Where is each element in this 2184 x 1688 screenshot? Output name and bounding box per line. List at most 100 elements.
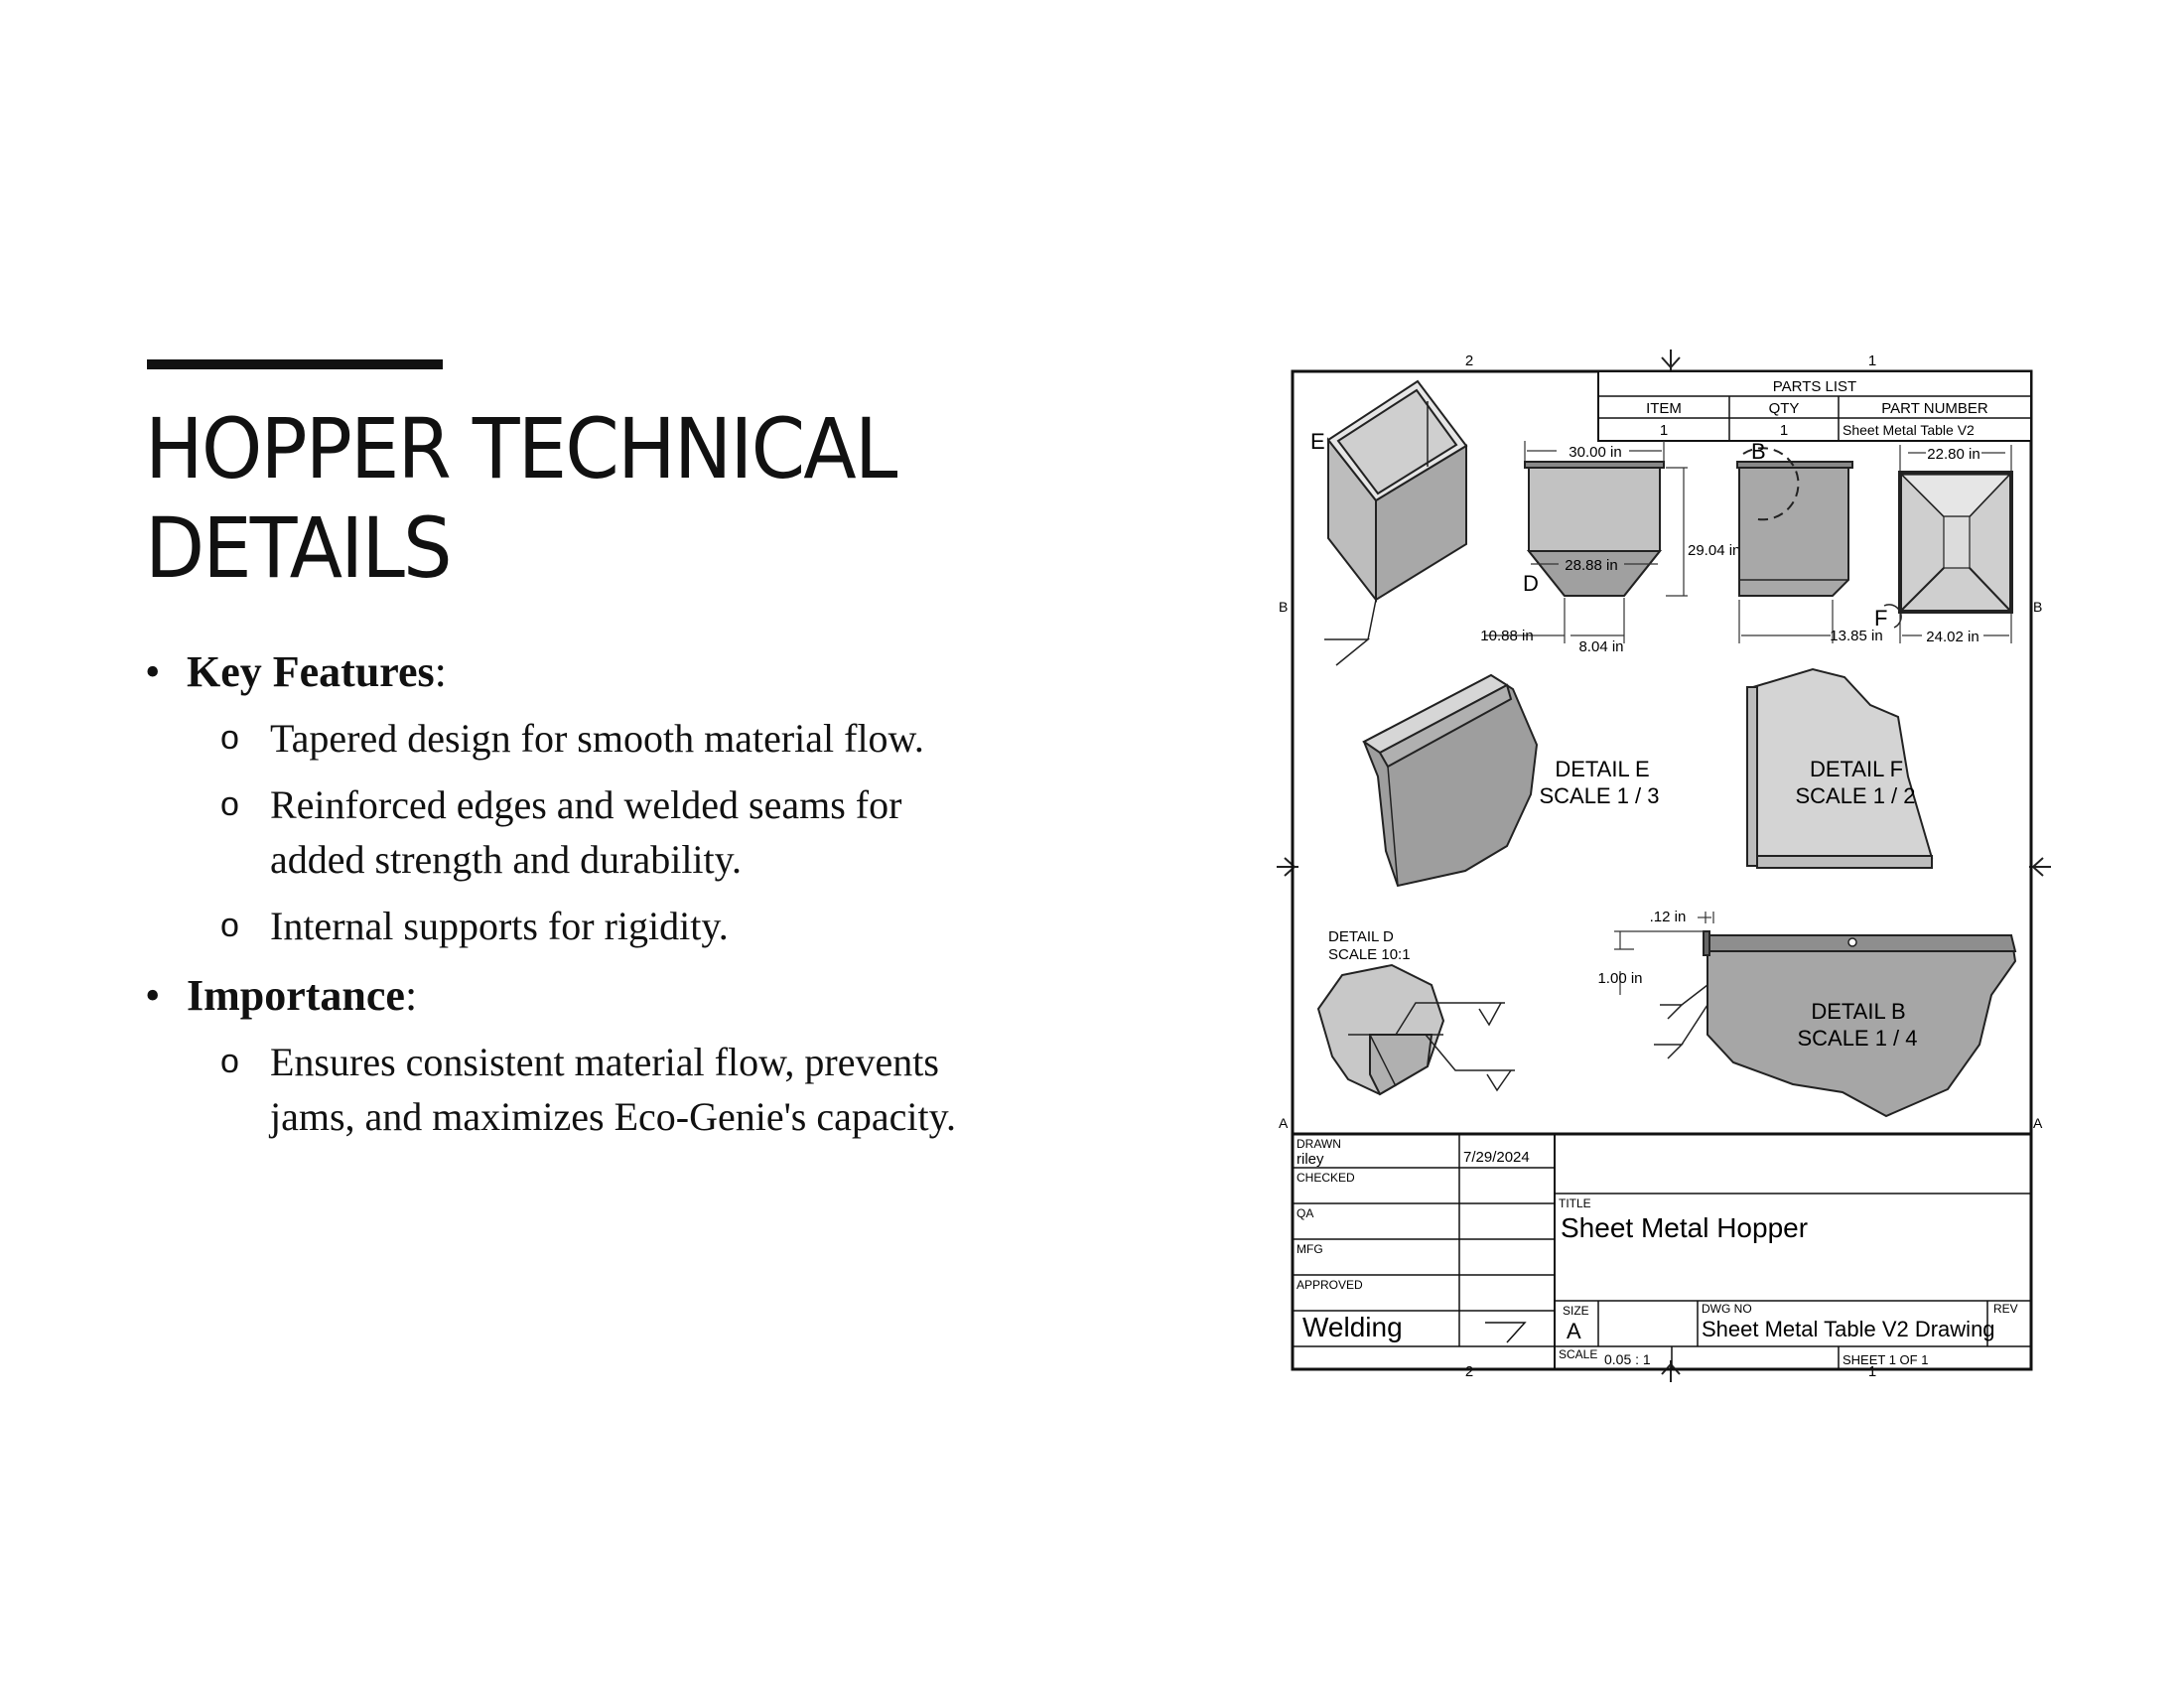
bullet-heading: Importance <box>187 971 405 1020</box>
parts-header-item: ITEM <box>1646 400 1682 417</box>
bullet-colon: : <box>404 971 418 1020</box>
tb-scale-label: SCALE <box>1559 1347 1597 1361</box>
tb-drawn-label: DRAWN <box>1297 1137 1341 1151</box>
parts-list-title: PARTS LIST <box>1773 378 1856 395</box>
parts-header-part-number: PART NUMBER <box>1881 400 1988 417</box>
sub-bullet-text-cont: added strength and durability. <box>270 837 743 882</box>
tb-title: Sheet Metal Hopper <box>1561 1212 1808 1243</box>
dim-top-width: 30.00 in <box>1569 444 1621 461</box>
sub-bullet-marker: o <box>220 719 239 757</box>
detail-b-label: DETAIL B <box>1811 999 1905 1024</box>
plan-view <box>1883 471 2013 629</box>
parts-list: PARTS LIST ITEM QTY PART NUMBER 1 1 Shee… <box>1597 370 2032 442</box>
sub-bullet: o Reinforced edges and welded seams for ad… <box>145 777 1098 887</box>
bullet-dot: • <box>145 971 161 1020</box>
sub-bullet-marker: o <box>220 907 239 944</box>
engineering-drawing: 2 1 2 1 B B A A PARTS LIST ITEM QTY PART… <box>1277 350 2051 1382</box>
view-label-f: F <box>1874 606 1887 631</box>
slide-title-line-1: HOPPER TECHNICAL <box>145 400 897 497</box>
detail-f-scale: SCALE 1 / 2 <box>1795 783 1915 808</box>
title-block <box>1293 1132 2031 1369</box>
tb-title-label: TITLE <box>1559 1196 1591 1210</box>
sub-bullet-text-cont: jams, and maximizes Eco-Genie's capacity… <box>270 1094 957 1139</box>
zone-label-left-b: B <box>1279 599 1288 615</box>
tb-checked-label: CHECKED <box>1297 1171 1355 1185</box>
detail-d-label: DETAIL D <box>1328 928 1394 945</box>
detail-f-view <box>1746 667 1934 869</box>
detail-d-view <box>1316 963 1515 1096</box>
sub-bullet-text: Ensures consistent material flow, preven… <box>270 1040 939 1084</box>
detail-b-view <box>1654 930 2017 1118</box>
plan-dims <box>1899 445 2012 643</box>
view-label-b: B <box>1751 439 1766 464</box>
tb-mfg-label: MFG <box>1297 1242 1323 1256</box>
zone-label-bottom-1: 1 <box>1868 1363 1876 1380</box>
bullet-heading: Key Features <box>187 647 435 696</box>
title-accent-bar <box>147 359 443 369</box>
zone-label-right-a: A <box>2033 1115 2043 1131</box>
tb-size-label: SIZE <box>1563 1304 1589 1318</box>
front-dims <box>1485 441 1688 643</box>
isometric-view: E <box>1310 379 1468 666</box>
detail-d-scale: SCALE 10:1 <box>1328 946 1411 963</box>
dim-lip: 1.00 in <box>1597 970 1642 987</box>
sub-bullet-text: Reinforced edges and welded seams for <box>270 782 902 827</box>
sub-list-key-features: o Tapered design for smooth material flow… <box>145 711 1098 953</box>
detail-e-scale: SCALE 1 / 3 <box>1539 783 1659 808</box>
bullet-importance: • Importance: <box>145 967 1098 1025</box>
parts-cell-part-number: Sheet Metal Table V2 <box>1843 422 1975 438</box>
zone-label-top-2: 2 <box>1465 352 1473 369</box>
parts-header-qty: QTY <box>1769 400 1800 417</box>
slide-title-line-2: DETAILS <box>145 499 453 597</box>
tb-dwg-no: Sheet Metal Table V2 Drawing <box>1702 1317 1995 1341</box>
sub-bullet-text: Internal supports for rigidity. <box>270 904 729 948</box>
tb-rev-label: REV <box>1993 1302 2018 1316</box>
sub-bullet-marker: o <box>220 785 239 823</box>
dim-inner-width: 28.88 in <box>1565 557 1617 574</box>
tb-process: Welding <box>1302 1312 1403 1342</box>
bullet-dot: • <box>145 647 161 696</box>
bullet-colon: : <box>434 647 447 696</box>
dim-plan-top: 22.80 in <box>1927 446 1979 463</box>
zone-label-left-a: A <box>1279 1115 1289 1131</box>
tb-drawn-by: riley <box>1297 1151 1324 1168</box>
zone-label-right-b: B <box>2033 599 2042 615</box>
zone-label-top-1: 1 <box>1868 352 1876 369</box>
tb-approved-label: APPROVED <box>1297 1278 1363 1292</box>
front-view <box>1524 461 1665 597</box>
tb-drawn-date: 7/29/2024 <box>1463 1149 1530 1166</box>
dim-plan-bottom: 24.02 in <box>1926 629 1979 645</box>
dim-bottom-width: 8.04 in <box>1578 638 1623 655</box>
dim-left-offset: 10.88 in <box>1480 628 1533 644</box>
side-dims <box>1738 600 1834 643</box>
detail-b-scale: SCALE 1 / 4 <box>1797 1026 1917 1051</box>
zone-label-bottom-2: 2 <box>1465 1363 1473 1380</box>
sub-bullet: o Ensures consistent material flow, preve… <box>145 1035 1098 1144</box>
side-view <box>1736 447 1853 597</box>
dim-height: 29.04 in <box>1688 542 1740 559</box>
bullet-key-features: • Key Features: <box>145 643 1098 701</box>
center-mark-right <box>2029 857 2051 877</box>
tb-dwg-label: DWG NO <box>1702 1302 1752 1316</box>
sub-bullet: o Tapered design for smooth material flow… <box>145 711 1098 766</box>
parts-cell-item: 1 <box>1660 422 1668 439</box>
tb-size: A <box>1567 1319 1581 1343</box>
detail-b-dims <box>1614 912 1714 995</box>
detail-f-label: DETAIL F <box>1810 757 1903 781</box>
parts-cell-qty: 1 <box>1780 422 1788 439</box>
center-mark-top <box>1661 350 1681 371</box>
sub-bullet: o Internal supports for rigidity. <box>145 899 1098 953</box>
tb-sheet: SHEET 1 OF 1 <box>1843 1352 1928 1367</box>
bullet-list: • Key Features: o Tapered design for smoot… <box>145 643 1098 1158</box>
view-label-d: D <box>1523 571 1539 596</box>
detail-e-label: DETAIL E <box>1555 757 1649 781</box>
tb-qa-label: QA <box>1297 1206 1313 1220</box>
sub-bullet-marker: o <box>220 1043 239 1080</box>
tb-scale: 0.05 : 1 <box>1604 1351 1651 1367</box>
center-mark-bottom <box>1661 1360 1681 1382</box>
dim-thickness: .12 in <box>1650 909 1687 925</box>
sub-bullet-text: Tapered design for smooth material flow. <box>270 716 924 761</box>
sub-list-importance: o Ensures consistent material flow, preve… <box>145 1035 1098 1144</box>
dim-side-bottom: 13.85 in <box>1830 628 1882 644</box>
